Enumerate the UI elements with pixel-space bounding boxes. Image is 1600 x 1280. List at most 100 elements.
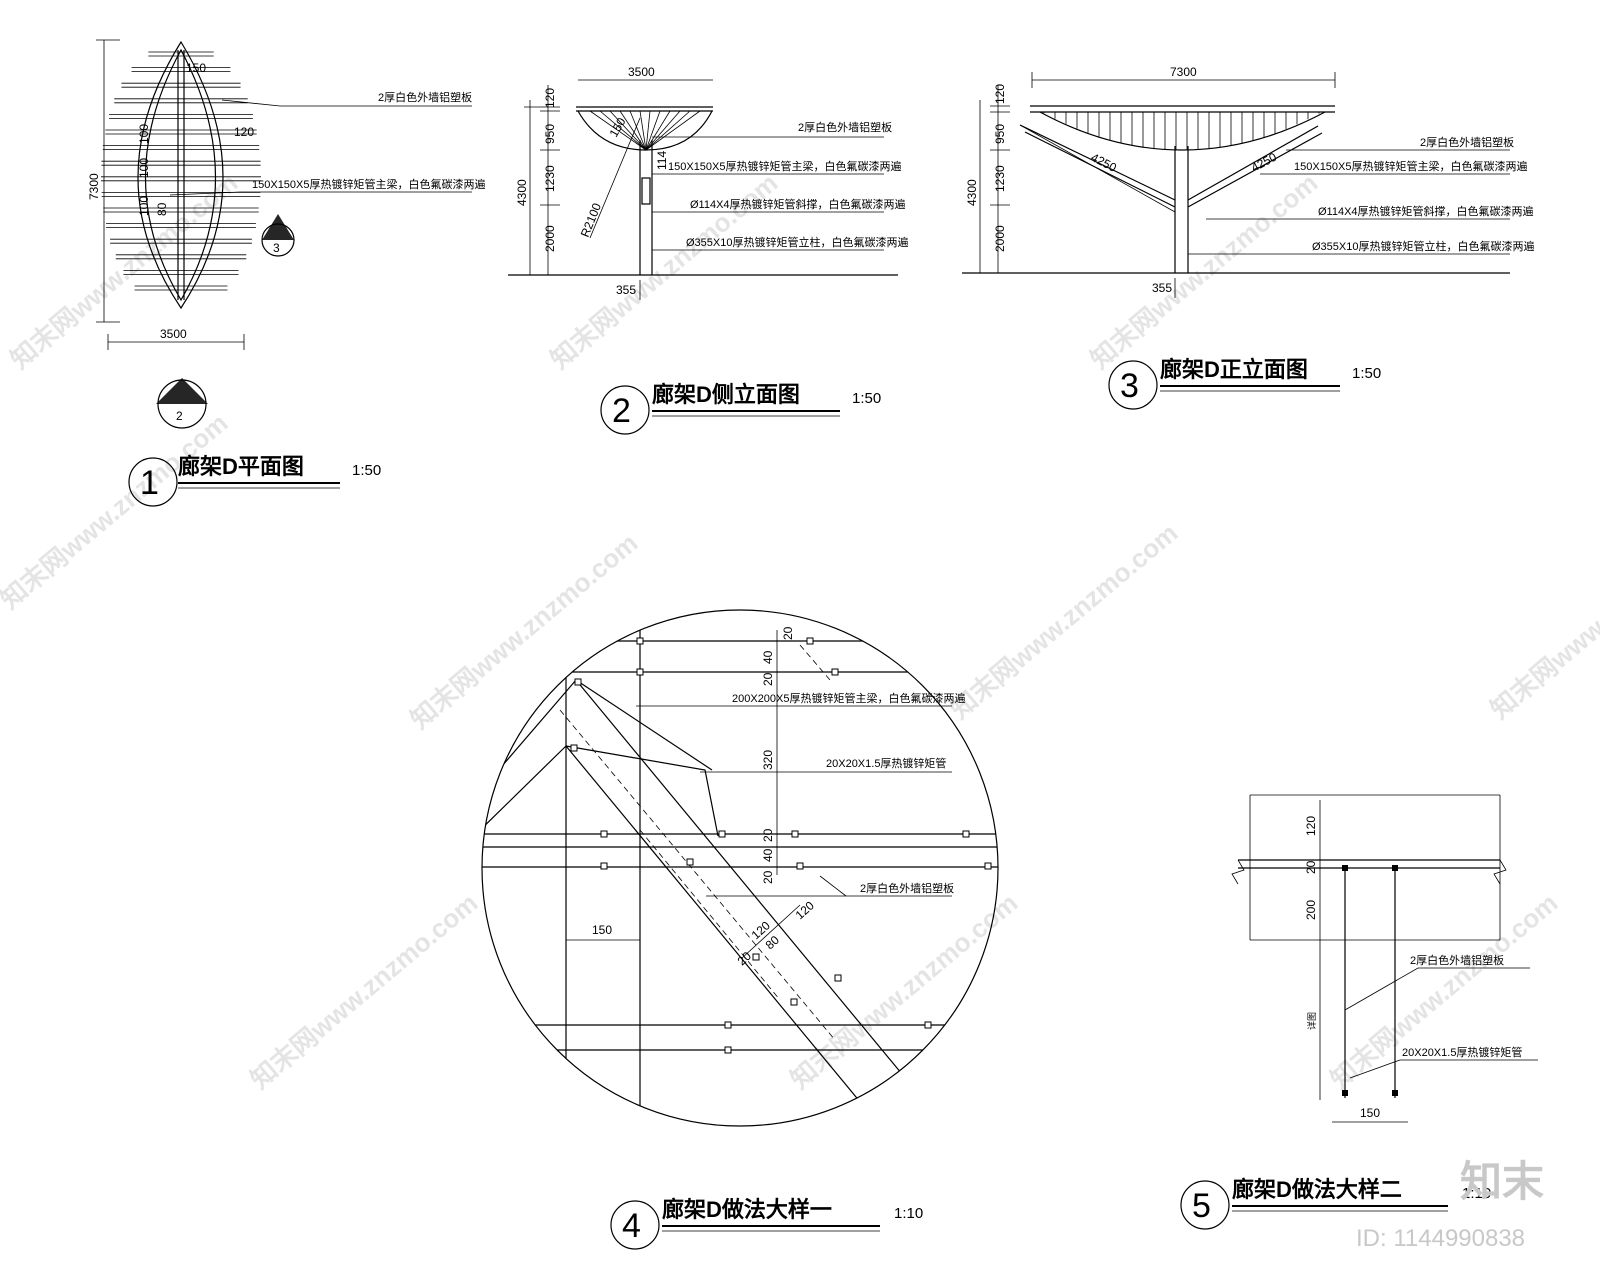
dim-label: 4300 <box>965 179 979 206</box>
tube-marker <box>791 830 799 838</box>
dim-label: 950 <box>993 124 1007 144</box>
drawing-title: 廊架D侧立面图 <box>652 382 800 407</box>
note-panel: 2厚白色外墙铝塑板 <box>1420 135 1514 149</box>
dim-label: 120 <box>793 898 817 922</box>
tube-marker <box>686 858 694 866</box>
title-block-5: 5 廊架D做法大样二 1:10 <box>1180 1177 1491 1230</box>
title-block-4: 4 廊架D做法大样一 1:10 <box>610 1197 923 1250</box>
canopy-bowl <box>1039 111 1326 151</box>
drawing-scale: 1:50 <box>1352 365 1381 382</box>
radius-line <box>589 117 641 239</box>
front-elevation: 7300 120 950 1230 2000 4300 355 4250 425… <box>962 65 1534 410</box>
dim-label: 114 <box>655 151 669 170</box>
drawing-number: 1 <box>140 464 159 502</box>
dim-label: 150 <box>1360 1106 1380 1120</box>
tube-marker <box>600 830 608 838</box>
tube-marker <box>984 862 992 870</box>
dim-label: 120 <box>1304 816 1318 836</box>
dim-label: 150 <box>592 923 612 937</box>
drawing-stroke <box>609 110 647 151</box>
watermark: 知末网www.znzmo.com <box>945 517 1184 724</box>
drawing-title: 廊架D平面图 <box>178 454 304 479</box>
plan-outer-beam <box>137 40 224 310</box>
tube-marker <box>636 637 644 645</box>
dim-label: 7300 <box>1170 65 1197 79</box>
detail-boundary <box>481 609 999 1127</box>
drawing-number: 5 <box>1192 1187 1211 1225</box>
drawing-scale: 1:10 <box>894 1205 923 1222</box>
dim-label: 20 <box>761 870 775 884</box>
leader-line <box>221 99 472 107</box>
watermark: 知末网www.znzmo.com <box>5 167 244 374</box>
drawing-number: 3 <box>1120 367 1139 405</box>
tube-marker <box>831 668 839 676</box>
image-id-label: ID: 1144990838 <box>1356 1225 1525 1252</box>
dim-label: 4250 <box>1249 150 1279 175</box>
dim-label: 20 <box>1304 860 1318 874</box>
tube-marker <box>834 974 842 982</box>
drawing-stroke <box>645 110 671 151</box>
note-brace: Ø114X4厚热镀锌矩管斜撑，白色氟碳漆两遍 <box>1318 204 1534 218</box>
drawing-stroke <box>645 110 691 151</box>
drawing-stroke <box>645 110 681 151</box>
drawing-scale: 1:10 <box>1462 1185 1491 1202</box>
drawing-title: 廊架D做法大样一 <box>662 1197 832 1222</box>
drawing-title: 廊架D正立面图 <box>1160 357 1308 382</box>
tube-marker <box>600 862 608 870</box>
leader-line <box>169 191 472 196</box>
tube-marker <box>962 830 970 838</box>
canopy-ribs <box>1043 112 1320 150</box>
watermark: 知末网www.znzmo.com <box>405 527 644 734</box>
brace-right <box>1187 132 1323 208</box>
dim-label: 355 <box>1152 281 1172 295</box>
dim-label: 2000 <box>993 225 1007 252</box>
section-callout-2: 2 <box>156 378 208 429</box>
dim-label: 80 <box>763 933 783 953</box>
drawing-stroke <box>645 110 651 151</box>
note-beam: 150X150X5厚热镀锌矩管主梁，白色氟碳漆两遍 <box>252 177 486 191</box>
brace-left <box>1019 124 1176 201</box>
dim-label: 950 <box>543 124 557 144</box>
note-beam: 200X200X5厚热镀锌矩管主梁，白色氟碳漆两遍 <box>732 691 966 705</box>
note-column: Ø355X10厚热镀锌矩管立柱，白色氟碳漆两遍 <box>1312 239 1534 253</box>
tube-markers <box>570 637 992 1054</box>
note-beam: 150X150X5厚热镀锌矩管主梁，白色氟碳漆两遍 <box>668 159 902 173</box>
section-callout-3: 3 <box>261 214 295 257</box>
dim-label: 320 <box>761 750 775 770</box>
drawing-stroke <box>645 110 661 151</box>
svg-text:3: 3 <box>273 241 280 255</box>
watermark: 知末网www.znzmo.com <box>1485 517 1600 724</box>
tube-marker <box>806 637 814 645</box>
drawing-stroke <box>599 110 647 151</box>
watermark: 知末网www.znzmo.com <box>1325 887 1564 1094</box>
canopy-ribs <box>589 110 701 151</box>
note-brace: Ø114X4厚热镀锌矩管斜撑，白色氟碳漆两遍 <box>690 197 906 211</box>
note-panel: 2厚白色外墙铝塑板 <box>1410 953 1504 967</box>
dim-label: 120 <box>543 88 557 108</box>
plan-slats <box>101 51 261 291</box>
tube-marker <box>636 668 644 676</box>
dim-label: 20 <box>781 626 795 640</box>
drawing-number: 4 <box>622 1207 641 1245</box>
title-block-1: 1 廊架D平面图 1:50 <box>128 454 381 507</box>
tube-marker <box>924 1021 932 1029</box>
dim-label: R2100 <box>578 201 604 239</box>
drawing-stroke <box>639 110 647 151</box>
tube-marker <box>724 1046 732 1054</box>
detail-one: 20 40 20 320 20 40 20 150 120 80 120 20 … <box>481 609 999 1250</box>
dim-label: 1230 <box>543 165 557 192</box>
plan-drawing: 7300 3500 150 120 100 100 100 80 2厚白色外墙铝… <box>87 39 486 507</box>
tube-marker <box>574 678 582 686</box>
note-column: Ø355X10厚热镀锌矩管立柱，白色氟碳漆两遍 <box>686 235 908 249</box>
column-joint <box>641 177 651 205</box>
title-block-3: 3 廊架D正立面图 1:50 <box>1108 357 1381 410</box>
drawing-stroke <box>645 110 701 151</box>
tube-marker <box>752 953 760 961</box>
drawing-number: 2 <box>612 392 631 430</box>
watermark-layer: 知末网www.znzmo.com 知末网www.znzmo.com 知末网www… <box>0 167 1600 1094</box>
note-tube: 20X20X1.5厚热镀锌矩管 <box>826 756 946 770</box>
title-block-2: 2 廊架D侧立面图 1:50 <box>600 382 881 435</box>
dim-label: 7300 <box>87 173 101 200</box>
dim-label: 详图 <box>1306 1012 1317 1030</box>
